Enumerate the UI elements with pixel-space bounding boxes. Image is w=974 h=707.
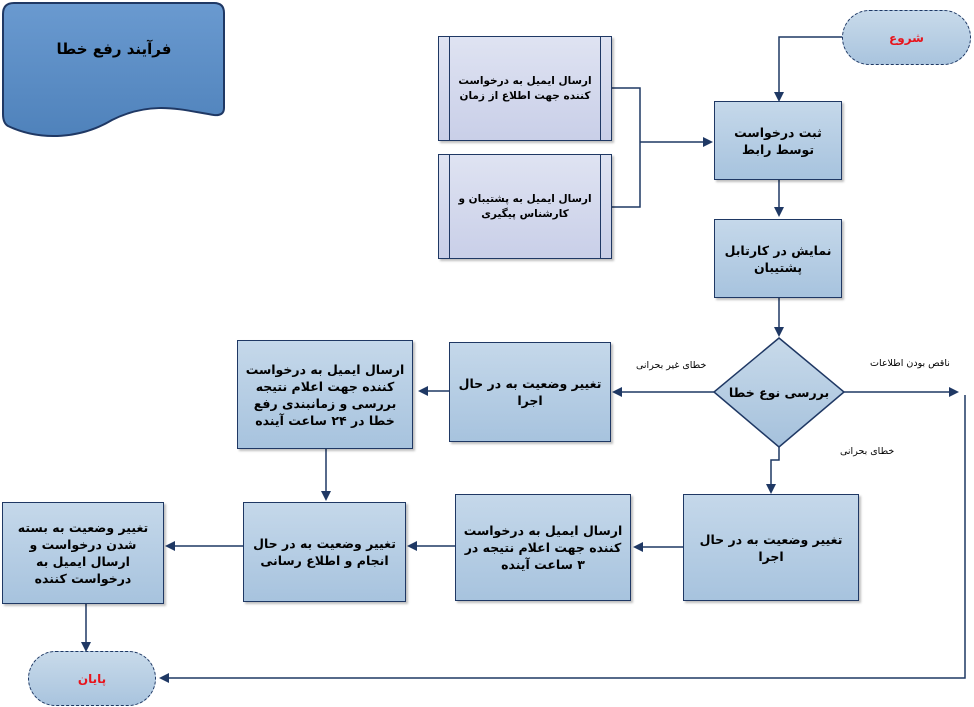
edge-check-to-critical — [766, 447, 780, 494]
process-email-24h[interactable]: ارسال ایمیل به درخواست کننده جهت اعلام ن… — [237, 340, 413, 449]
process-email-3h[interactable]: ارسال ایمیل به درخواست کننده جهت اعلام ن… — [455, 494, 631, 601]
edge-start-to-register — [774, 36, 842, 102]
subprocess-email-support-followup[interactable]: ارسال ایمیل به پشتیبان و کارشناس پیگیری — [438, 154, 612, 259]
edge-email2-join — [612, 142, 641, 208]
subprocess-email-requester-time[interactable]: ارسال ایمیل به درخواست کننده جهت اطلاع ا… — [438, 36, 612, 141]
subprocess-label: ارسال ایمیل به درخواست کننده جهت اطلاع ا… — [458, 74, 592, 102]
process-show-in-cartable[interactable]: نمایش در کارتابل پشتیبان — [714, 219, 842, 298]
end-terminal[interactable]: پایان — [28, 651, 156, 706]
process-register-request[interactable]: ثبت درخواست توسط رابط — [714, 101, 842, 180]
process-close-and-email[interactable]: تغییر وضعیت به بسته شدن درخواست و ارسال … — [2, 502, 164, 604]
process-noncritical-set-running[interactable]: تغییر وضعیت به در حال اجرا — [449, 342, 611, 442]
subprocess-label: ارسال ایمیل به پشتیبان و کارشناس پیگیری — [458, 192, 592, 220]
subprocess-bar — [449, 155, 450, 258]
subprocess-bar — [600, 37, 601, 140]
process-set-done-notify[interactable]: تغییر وضعیت به در حال انجام و اطلاع رسان… — [243, 502, 406, 602]
page-title: فرآیند رفع خطا — [56, 40, 172, 58]
title-document-shape: فرآیند رفع خطا — [1, 2, 226, 142]
edge-label-critical: خطای بحرانی — [840, 446, 895, 457]
process-critical-set-running[interactable]: تغییر وضعیت به در حال اجرا — [683, 494, 859, 601]
decision-label: بررسی نوع خطا — [728, 384, 830, 400]
edge-label-noncritical: خطای غیر بحرانی — [636, 360, 707, 371]
edge-label-incomplete-info: ناقص بودن اطلاعات — [870, 358, 950, 369]
document-shape-icon — [1, 2, 225, 137]
subprocess-bar — [449, 37, 450, 140]
start-terminal[interactable]: شروع — [842, 10, 971, 65]
subprocess-bar — [600, 155, 601, 258]
edge-email1-join — [612, 87, 641, 142]
